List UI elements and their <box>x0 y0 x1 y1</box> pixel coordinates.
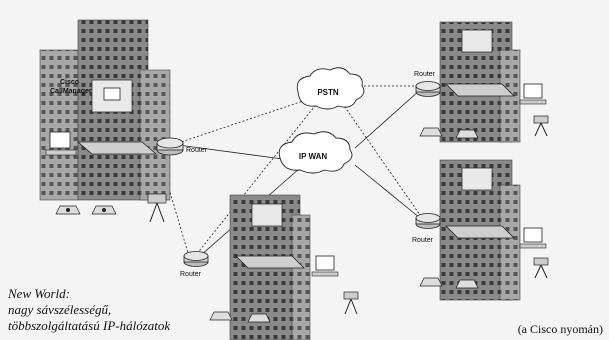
ip-phone-icon <box>209 311 233 321</box>
router-icon <box>415 213 441 229</box>
building-icon <box>291 214 311 340</box>
videocam-icon <box>533 115 549 137</box>
pstn-label: PSTN <box>317 88 339 97</box>
ip-phone-icon <box>419 127 443 137</box>
ipwan-cloud: IP WAN <box>278 131 353 174</box>
caption-line-2: nagy sávszélességű, <box>8 302 112 317</box>
pc-icon <box>45 131 77 156</box>
hq-site: Cisco CallManager Router <box>39 19 208 223</box>
router-label-br: Router <box>412 237 434 244</box>
callmanager-label-1: Cisco <box>60 79 79 86</box>
ip-phone-icon <box>419 277 443 287</box>
server-icon <box>461 167 493 191</box>
link-pstn-router-br <box>339 99 421 216</box>
caption-line-1: New World: <box>8 286 70 301</box>
callmanager-server-icon <box>91 79 133 113</box>
switch-icon <box>76 141 158 155</box>
ip-phone-icon <box>247 313 271 323</box>
router-icon <box>156 137 184 156</box>
switch-icon <box>235 255 305 269</box>
site-bottom-center: Router <box>180 194 359 340</box>
link-ipwan-router-br <box>354 164 421 219</box>
link-ipwan-router-tr <box>354 89 421 149</box>
server-icon <box>251 203 283 227</box>
ip-phone-icon <box>455 279 479 289</box>
router-icon <box>183 251 209 267</box>
pc-icon <box>519 227 547 249</box>
pc-icon <box>311 255 339 277</box>
ip-phone-icon <box>91 205 117 215</box>
ip-phone-icon <box>455 129 479 139</box>
server-icon <box>461 29 493 53</box>
pc-icon <box>519 83 547 105</box>
router-icon <box>415 81 441 97</box>
ipwan-label: IP WAN <box>299 152 328 161</box>
cloud-icon <box>296 67 365 110</box>
pstn-cloud: PSTN <box>296 67 365 110</box>
cloud-icon <box>278 131 353 174</box>
site-bottom-right: Router <box>412 159 549 301</box>
router-label-hq: Router <box>186 147 208 154</box>
videocam-icon <box>147 193 167 223</box>
router-label-bl: Router <box>180 271 202 278</box>
caption-line-3: többszolgáltatású IP-hálózatok <box>8 318 171 333</box>
videocam-icon <box>533 257 549 279</box>
router-label-tr: Router <box>414 71 436 78</box>
callmanager-label-2: CallManager <box>50 88 92 95</box>
figure-caption: New World: nagy sávszélességű, többszolg… <box>8 286 170 334</box>
videocam-icon <box>343 291 359 315</box>
link-pstn-router-bl <box>195 101 319 256</box>
building-icon <box>39 49 79 201</box>
switch-icon <box>445 225 515 239</box>
link-hq-ipwan <box>177 144 291 161</box>
figure-credit: (a Cisco nyomán) <box>517 322 603 336</box>
building-icon <box>499 184 521 301</box>
building-icon <box>139 69 171 201</box>
ip-phone-icon <box>55 205 81 215</box>
switch-icon <box>445 83 515 97</box>
site-top-right: Router <box>414 21 549 143</box>
